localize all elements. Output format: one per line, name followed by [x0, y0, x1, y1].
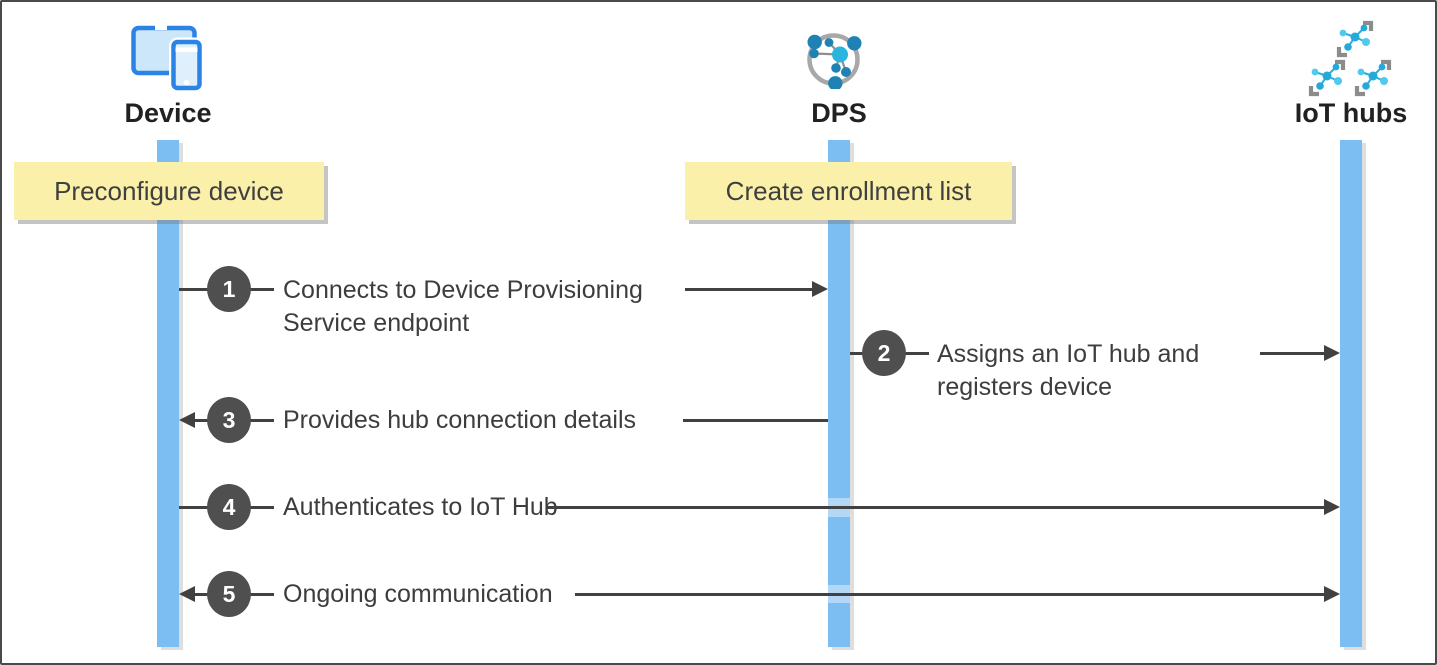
note-create-enrollment-list: Create enrollment list	[685, 162, 1012, 220]
message-line	[249, 506, 274, 509]
message-line	[850, 352, 864, 355]
step-number-badge: 1	[207, 266, 251, 312]
arrowhead-left-icon	[179, 586, 195, 602]
actor-label-iot-hubs: IoT hubs	[1294, 98, 1408, 128]
message-line	[193, 593, 210, 596]
step-number-badge: 4	[207, 484, 251, 530]
message-line	[249, 288, 274, 291]
actor-label-dps: DPS	[811, 98, 867, 128]
step-number-badge: 2	[862, 330, 906, 376]
message-line	[575, 593, 1324, 596]
actor-label-device: Device	[124, 98, 212, 128]
step-label: Ongoing communication	[283, 580, 553, 608]
step-label: Connects to Device Provisioning Service …	[283, 276, 643, 337]
message-line	[249, 419, 274, 422]
arrowhead-right-icon	[1324, 586, 1340, 602]
message-line	[193, 419, 210, 422]
iot-hubs-lifeline	[1340, 140, 1362, 647]
note-preconfigure-device: Preconfigure device	[14, 162, 324, 220]
iot-hubs-icon	[1305, 19, 1397, 99]
arrowhead-left-icon	[179, 412, 195, 428]
message-line	[685, 288, 813, 291]
message-line	[179, 506, 209, 509]
message-line	[1260, 352, 1325, 355]
step-label: Assigns an IoT hub and registers device	[937, 340, 1200, 401]
step-label: Provides hub connection details	[283, 406, 637, 434]
message-line	[903, 352, 929, 355]
dps-lifeline	[828, 140, 850, 647]
device-lifeline	[157, 140, 179, 647]
message-line	[683, 419, 828, 422]
arrowhead-right-icon	[1324, 345, 1340, 361]
step-number-badge: 5	[207, 571, 251, 617]
step-number-badge: 3	[207, 397, 251, 443]
step-label: Authenticates to IoT Hub	[283, 493, 558, 521]
arrowhead-right-icon	[812, 281, 828, 297]
arrowhead-right-icon	[1324, 499, 1340, 515]
dps-icon	[807, 33, 862, 89]
message-line	[547, 506, 1324, 509]
message-line	[249, 593, 274, 596]
device-icon	[131, 25, 204, 93]
message-line	[179, 288, 209, 291]
